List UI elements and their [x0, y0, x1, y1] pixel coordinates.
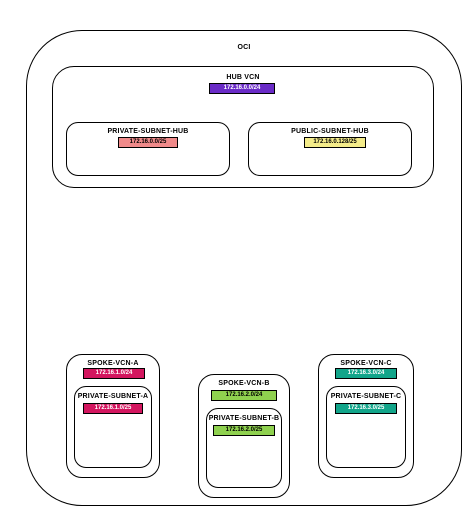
- spoke-vcn-a-label: SPOKE-VCN-A: [87, 360, 139, 367]
- hub-vcn-label: HUB VCN: [226, 74, 260, 81]
- spoke-vcn-c-label: SPOKE-VCN-C: [340, 360, 392, 367]
- private-subnet-hub-cidr: 172.16.0.0/25: [118, 137, 178, 148]
- spoke-vcn-c-cidr: 172.16.3.0/24: [335, 368, 397, 379]
- private-subnet-b: PRIVATE-SUBNET-B 172.16.2.0/25: [206, 408, 282, 488]
- oci-label: OCI: [237, 44, 251, 51]
- private-subnet-c: PRIVATE-SUBNET-C 172.16.3.0/25: [326, 386, 406, 468]
- spoke-vcn-b-cidr: 172.16.2.0/24: [211, 390, 277, 401]
- private-subnet-b-label: PRIVATE-SUBNET-B: [208, 415, 280, 422]
- spoke-vcn-b-label: SPOKE-VCN-B: [218, 380, 270, 387]
- private-subnet-hub-label: PRIVATE-SUBNET-HUB: [107, 128, 189, 135]
- private-subnet-c-label: PRIVATE-SUBNET-C: [330, 393, 402, 400]
- spoke-vcn-a-cidr: 172.16.1.0/24: [83, 368, 145, 379]
- private-subnet-c-cidr: 172.16.3.0/25: [335, 403, 397, 414]
- private-subnet-a-cidr: 172.16.1.0/25: [83, 403, 143, 414]
- private-subnet-b-cidr: 172.16.2.0/25: [213, 425, 275, 436]
- private-subnet-hub: PRIVATE-SUBNET-HUB 172.16.0.0/25: [66, 122, 230, 176]
- private-subnet-a-label: PRIVATE-SUBNET-A: [77, 393, 149, 400]
- hub-vcn-cidr: 172.16.0.0/24: [209, 83, 275, 94]
- public-subnet-hub-cidr: 172.16.0.128/25: [304, 137, 366, 148]
- private-subnet-a: PRIVATE-SUBNET-A 172.16.1.0/25: [74, 386, 152, 468]
- public-subnet-hub-label: PUBLIC-SUBNET-HUB: [291, 128, 369, 135]
- public-subnet-hub: PUBLIC-SUBNET-HUB 172.16.0.128/25: [248, 122, 412, 176]
